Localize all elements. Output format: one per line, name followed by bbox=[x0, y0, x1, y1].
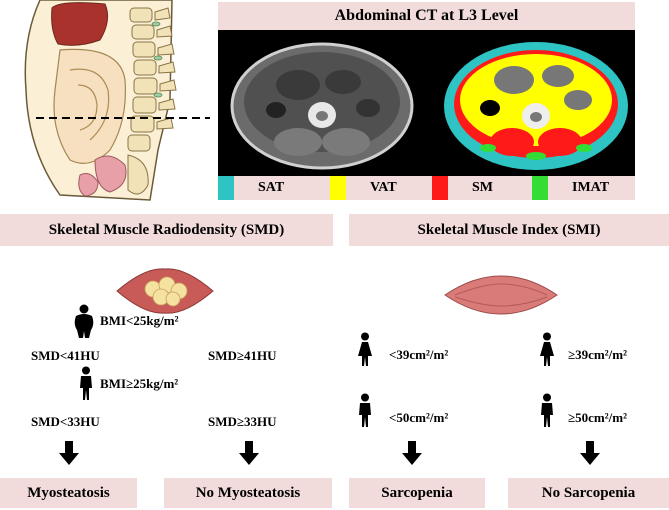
ct-image-panel bbox=[218, 30, 635, 176]
legend-swatch-sat bbox=[218, 176, 234, 200]
ct-grayscale-image bbox=[230, 42, 414, 170]
legend-label-sm: SM bbox=[472, 180, 493, 195]
smd-header: Skeletal Muscle Radiodensity (SMD) bbox=[0, 214, 333, 246]
outcome-no-sarcopenia-label: No Sarcopenia bbox=[541, 484, 636, 501]
male-icon-low bbox=[359, 393, 371, 427]
male-low-label: <50cm²/m² bbox=[389, 410, 449, 425]
outcome-sarcopenia: Sarcopenia bbox=[349, 478, 485, 508]
ct-title: Abdominal CT at L3 Level bbox=[334, 7, 519, 24]
smi-header-label: Skeletal Muscle Index (SMI) bbox=[417, 221, 601, 238]
outcome-sarcopenia-label: Sarcopenia bbox=[381, 484, 453, 501]
fatty-muscle-icon bbox=[116, 268, 214, 314]
legend-imat: IMAT bbox=[532, 176, 609, 200]
legend-label-sat: SAT bbox=[258, 180, 285, 195]
outcome-no-sarcopenia: No Sarcopenia bbox=[508, 478, 669, 508]
normal-muscle-icon bbox=[444, 275, 558, 315]
bmi-low-label: BMI<25kg/m² bbox=[100, 313, 179, 328]
male-high-label: ≥50cm²/m² bbox=[568, 410, 627, 425]
legend-label-vat: VAT bbox=[370, 180, 397, 195]
ct-segmented-image bbox=[444, 42, 628, 170]
smd-low-41-label: SMD<41HU bbox=[31, 348, 100, 363]
female-high-label: ≥39cm²/m² bbox=[568, 347, 627, 362]
ct-legend bbox=[218, 176, 635, 200]
outcome-myosteatosis-label: Myosteatosis bbox=[27, 484, 110, 501]
female-icon-low bbox=[358, 332, 372, 366]
ct-title-box: Abdominal CT at L3 Level bbox=[218, 2, 635, 30]
legend-vat: VAT bbox=[330, 176, 397, 200]
legend-swatch-sm bbox=[432, 176, 448, 200]
female-low-label: <39cm²/m² bbox=[389, 347, 449, 362]
smd-high-33-label: SMD≥33HU bbox=[208, 414, 277, 429]
legend-swatch-imat bbox=[532, 176, 548, 200]
down-arrow-icon bbox=[580, 441, 600, 465]
legend-sm: SM bbox=[432, 176, 493, 200]
smd-low-33-label: SMD<33HU bbox=[31, 414, 100, 429]
bmi-high-label: BMI≥25kg/m² bbox=[100, 376, 179, 391]
smd-high-41-label: SMD≥41HU bbox=[208, 348, 277, 363]
outcome-no-myosteatosis: No Myosteatosis bbox=[164, 478, 332, 508]
down-arrow-icon bbox=[59, 441, 79, 465]
down-arrow-icon bbox=[402, 441, 422, 465]
male-icon-high bbox=[541, 393, 553, 427]
down-arrow-icon bbox=[239, 441, 259, 465]
spine-anatomy-illustration bbox=[24, 0, 210, 201]
smd-header-label: Skeletal Muscle Radiodensity (SMD) bbox=[48, 221, 285, 238]
smi-header: Skeletal Muscle Index (SMI) bbox=[349, 214, 669, 246]
female-icon-high bbox=[540, 332, 554, 366]
outcome-no-myosteatosis-label: No Myosteatosis bbox=[195, 484, 301, 501]
person-icon bbox=[80, 366, 92, 400]
legend-sat: SAT bbox=[218, 176, 284, 200]
obese-person-icon bbox=[74, 304, 94, 338]
outcome-myosteatosis: Myosteatosis bbox=[0, 478, 137, 508]
legend-swatch-vat bbox=[330, 176, 346, 200]
legend-label-imat: IMAT bbox=[572, 180, 610, 195]
